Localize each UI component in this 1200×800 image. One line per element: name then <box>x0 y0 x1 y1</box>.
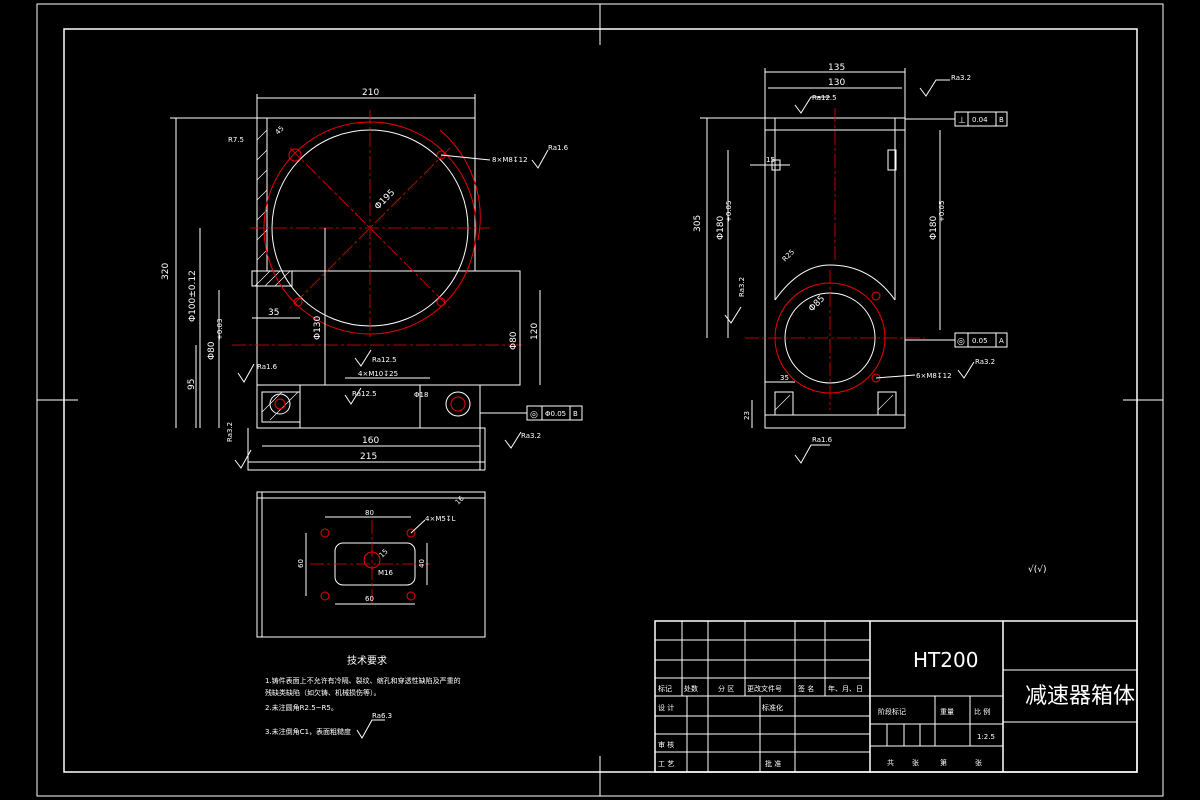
tech-requirements: 技术要求 1.铸件表面上不允许有冷隔、裂纹、缩孔和穿透性缺陷及严重的 残缺类缺陷… <box>265 654 461 739</box>
side-note-holes: 6×M8↧12 <box>916 372 952 380</box>
note-ra-mid: Ra12.5 <box>372 356 397 364</box>
side-note-ra-left: Ra3.2 <box>738 277 746 297</box>
tech-ra-note: Ra6.3 <box>372 712 392 720</box>
tb-header-5: 年、月、日 <box>828 684 863 693</box>
dim-95: 95 <box>187 379 197 390</box>
svg-text:0.05: 0.05 <box>972 337 988 345</box>
title-block: 标记 处数 分 区 更改文件号 签 名 年、月、日 设 计 标准化 审 核 工 … <box>654 620 1138 773</box>
tb-scale: 1:2.5 <box>977 733 995 741</box>
side-note-ra-top: Ra3.2 <box>951 74 971 82</box>
note-ra-left: Ra1.6 <box>257 363 278 371</box>
tb-sheet-unit: 张 <box>975 758 982 767</box>
tb-header-4: 签 名 <box>798 684 814 693</box>
tb-standardize: 标准化 <box>762 703 783 712</box>
tech-line-2: 残缺类缺陷（如欠铸、机械损伤等）。 <box>265 688 381 697</box>
dim-phi-big: Φ195 <box>373 188 397 212</box>
side-note-ra-bottom: Ra1.6 <box>812 436 833 444</box>
dim-phi-mid: Φ100±0.12 <box>188 270 198 322</box>
tb-check: 审 核 <box>658 740 674 749</box>
svg-text:B: B <box>999 116 1004 124</box>
dim-side-23: 23 <box>743 411 751 420</box>
dim-side-tol1: +0.05 <box>725 201 733 222</box>
dim-side-top-inner: 130 <box>828 78 845 88</box>
tb-scale-label: 比 例 <box>974 707 990 716</box>
side-note-ra-top2: Ra12.5 <box>812 94 837 102</box>
tb-approve: 批 准 <box>765 759 781 768</box>
dim-top-width: 210 <box>362 88 379 98</box>
dim-bottom-width: 215 <box>360 452 377 462</box>
note-holes-bottom: 4×M10↧25 <box>358 370 398 378</box>
tb-stage: 阶段标记 <box>878 707 906 716</box>
sheet-frame <box>36 3 1164 797</box>
tech-line-1: 1.铸件表面上不允许有冷隔、裂纹、缩孔和穿透性缺陷及严重的 <box>265 676 461 685</box>
roughness-symbol: √(√) <box>1028 564 1047 575</box>
dim-r7: R7.5 <box>228 136 244 144</box>
svg-text:A: A <box>999 337 1004 345</box>
dim-phi18: Φ18 <box>414 391 428 399</box>
tb-header-1: 处数 <box>684 684 698 693</box>
tol-frame-perp: ⊥ 0.04 B <box>905 111 1008 127</box>
bv-dim-r15: 15 <box>378 547 390 559</box>
dim-side-phi2: Φ180 <box>929 215 939 240</box>
top-view: 210 215 160 320 Φ100±0.12 Φ80 +0.03 95 3… <box>161 88 583 471</box>
note-ra-bottom: Ra3.2 <box>521 432 541 440</box>
svg-text:B: B <box>573 410 578 418</box>
dim-130: Φ130 <box>313 315 323 340</box>
dim-120: 120 <box>530 323 540 340</box>
tb-header-3: 更改文件号 <box>747 684 782 693</box>
dim-80a-tol: +0.03 <box>216 319 224 340</box>
bv-dim-h60: 60 <box>297 559 305 568</box>
svg-text:0.04: 0.04 <box>972 116 988 124</box>
dim-80b: Φ80 <box>509 331 519 350</box>
dim-80a: Φ80 <box>207 341 217 360</box>
bv-dim-h40: 40 <box>418 559 426 568</box>
svg-text:◎: ◎ <box>530 410 538 420</box>
tech-line-4: 3.未注倒角C1，表面粗糙度 <box>265 727 351 736</box>
tb-sheet-no: 第 <box>940 758 947 767</box>
tb-part-name: 减速器箱体 <box>1025 684 1135 709</box>
svg-text:◎: ◎ <box>957 337 965 347</box>
bv-dim-w80: 80 <box>365 509 374 517</box>
bv-dim-w60: 60 <box>365 595 374 603</box>
dim-inner-width: 160 <box>362 436 379 446</box>
bv-dim-m16: M16 <box>378 569 393 577</box>
side-view: 135 130 305 Φ180 +0.05 Φ180 +0.05 15 R25… <box>693 63 1008 464</box>
bottom-view: 80 60 60 40 M16 15 16 4×M5↧L <box>256 491 486 638</box>
note-ra-corner: Ra3.2 <box>226 422 234 442</box>
tb-process: 工 艺 <box>658 760 674 768</box>
tb-sheets-unit: 张 <box>912 758 919 767</box>
dim-side-phi1: Φ180 <box>716 215 726 240</box>
note-holes-top: 8×M8↧12 <box>492 156 528 164</box>
tech-line-3: 2.未注圆角R2.5~R5。 <box>265 703 338 712</box>
hatch-left-wall <box>251 117 301 423</box>
dim-side-tol2: +0.05 <box>938 201 946 222</box>
bv-dim-corner: 16 <box>454 494 466 506</box>
tb-sheets-total: 共 <box>887 758 894 767</box>
dim-side-total: 305 <box>693 215 703 232</box>
dim-side-phi-inner: Φ85 <box>807 294 827 314</box>
tb-header-2: 分 区 <box>718 684 734 693</box>
bv-note-holes: 4×M5↧L <box>425 515 456 523</box>
tb-header-0: 标记 <box>658 684 672 693</box>
dim-r-small: 45 <box>274 124 286 136</box>
tb-material: HT200 <box>913 648 978 672</box>
tb-weight: 重量 <box>940 708 954 716</box>
dim-side-r25: R25 <box>781 248 796 263</box>
note-ra-top: Ra1.6 <box>548 144 569 152</box>
dim-35: 35 <box>268 308 279 318</box>
tech-heading: 技术要求 <box>347 654 387 667</box>
tb-design: 设 计 <box>658 703 674 712</box>
tol-frame-conc: ◎ 0.05 A <box>905 332 1008 348</box>
dim-side-top-outer: 135 <box>828 63 845 73</box>
dim-side-35: 35 <box>780 374 789 382</box>
dim-side-15: 15 <box>766 156 775 164</box>
svg-text:⊥: ⊥ <box>958 116 966 126</box>
tol-frame-top-view: ◎ Φ0.05 B <box>480 405 583 421</box>
note-ra-mid2: Ra12.5 <box>352 390 377 398</box>
dim-left-height: 320 <box>161 263 171 280</box>
side-note-ra-side: Ra3.2 <box>975 358 995 366</box>
svg-text:Φ0.05: Φ0.05 <box>545 410 566 418</box>
